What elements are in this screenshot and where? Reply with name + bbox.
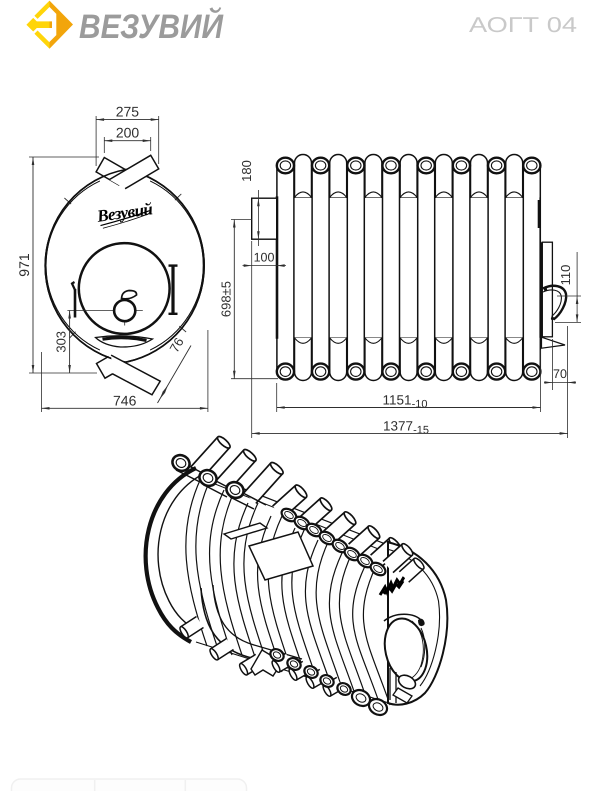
svg-text:180: 180 — [239, 160, 254, 182]
svg-text:70: 70 — [553, 367, 567, 381]
svg-text:ВЕЗУВИЙ: ВЕЗУВИЙ — [79, 7, 224, 46]
svg-text:746: 746 — [113, 392, 137, 408]
svg-text:200: 200 — [116, 125, 140, 141]
svg-text:110: 110 — [558, 265, 573, 286]
svg-text:АОГТ 04: АОГТ 04 — [469, 13, 577, 37]
svg-text:100: 100 — [254, 251, 275, 265]
svg-text:698±5: 698±5 — [218, 281, 233, 317]
svg-text:76: 76 — [167, 335, 187, 355]
svg-text:971: 971 — [16, 253, 32, 277]
svg-text:275: 275 — [116, 104, 140, 120]
svg-text:303: 303 — [54, 331, 69, 353]
